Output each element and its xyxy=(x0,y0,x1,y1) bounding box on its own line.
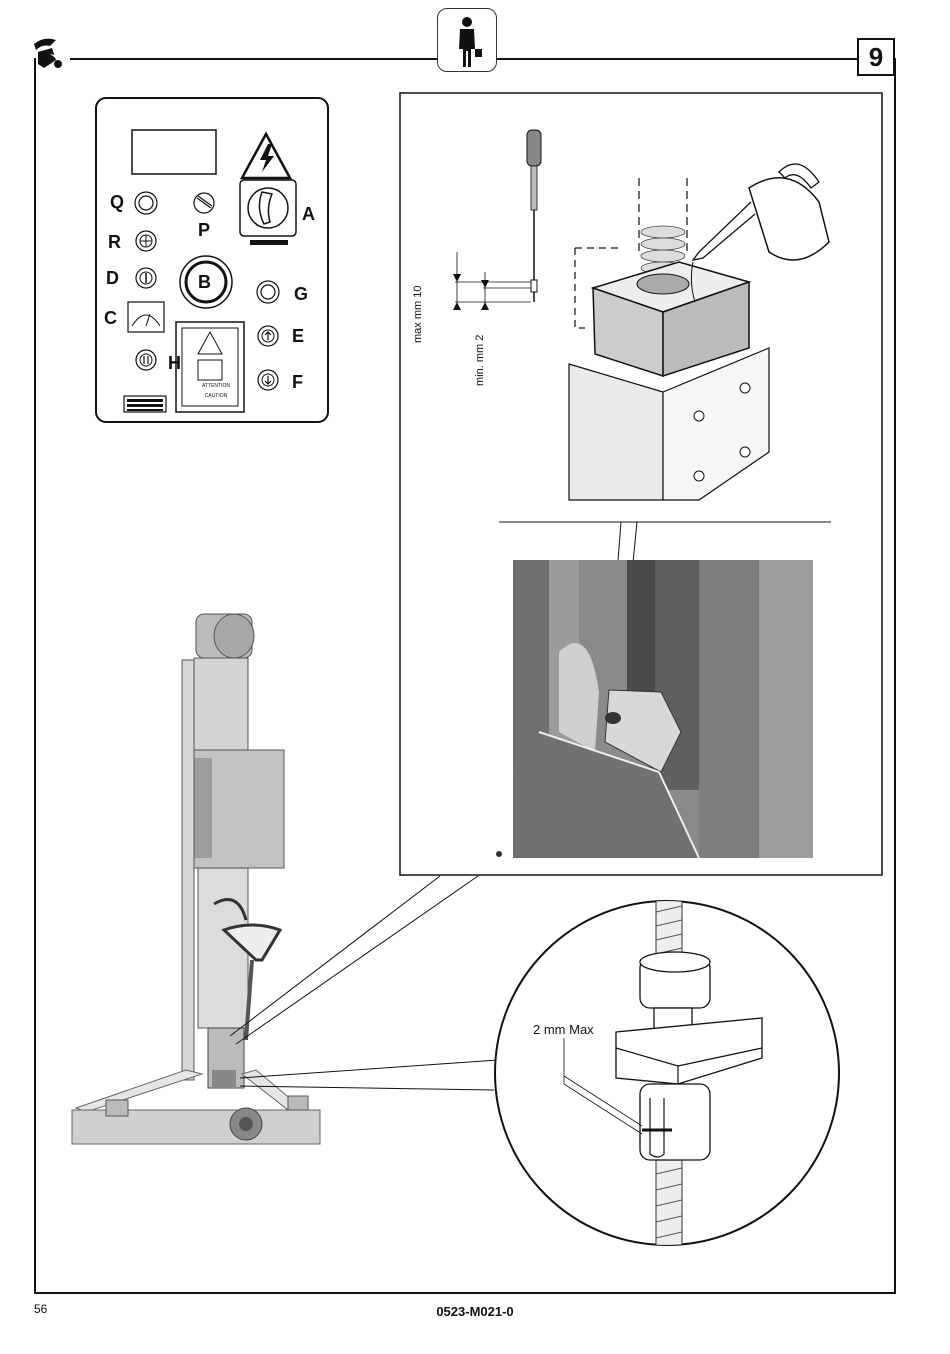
spindle-nut-detail xyxy=(492,898,842,1248)
document-code: 0523-M021-0 xyxy=(0,1304,950,1319)
circle-dimension-label: 2 mm Max xyxy=(533,1022,594,1037)
